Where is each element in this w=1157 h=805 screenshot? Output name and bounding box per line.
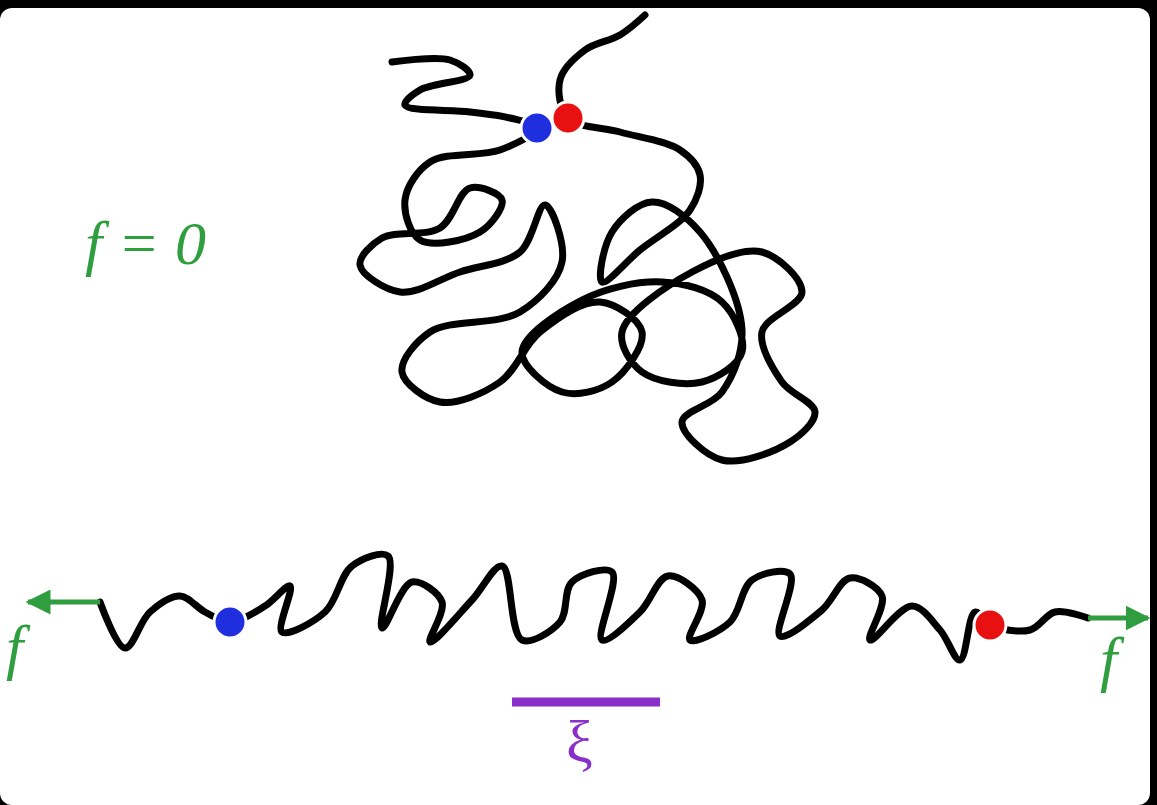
red-end-bead bbox=[974, 609, 1006, 641]
blue-end-bead bbox=[214, 606, 246, 638]
coiled-polymer bbox=[360, 15, 815, 461]
blue-end-bead bbox=[521, 112, 553, 144]
force-arrow bbox=[28, 600, 100, 605]
force-label: f bbox=[1100, 628, 1117, 690]
length-label: ξ bbox=[566, 712, 593, 772]
force-arrow bbox=[1088, 616, 1148, 621]
stretched-polymer bbox=[100, 554, 1088, 660]
red-end-bead bbox=[552, 102, 584, 134]
panel-ground bbox=[0, 8, 1150, 805]
force-label: f bbox=[6, 616, 23, 678]
force-zero-label: f = 0 bbox=[85, 212, 206, 274]
correlation-length-bar bbox=[512, 698, 660, 707]
